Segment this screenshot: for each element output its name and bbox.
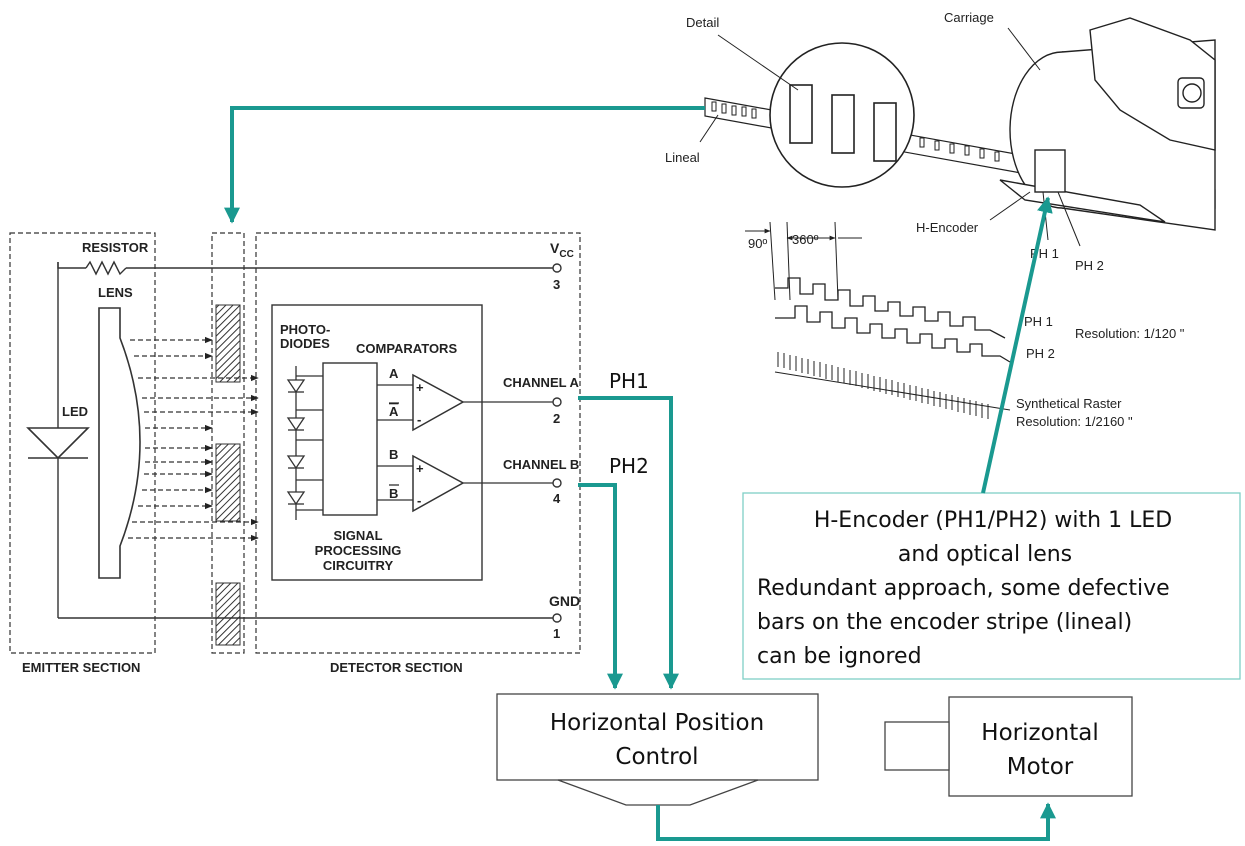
led-label: LED bbox=[62, 404, 88, 419]
detail-slot bbox=[831, 94, 855, 154]
led-symbol bbox=[26, 427, 90, 460]
detail-slot bbox=[789, 84, 813, 144]
control-to-motor-connector bbox=[656, 802, 1056, 841]
detector-section-label: DETECTOR SECTION bbox=[330, 660, 463, 675]
hpc-output-arrow bbox=[557, 779, 759, 806]
code-strip-bar bbox=[215, 443, 241, 522]
gnd-label: GND bbox=[549, 593, 580, 609]
code-strip-bar bbox=[215, 582, 241, 646]
raster-label-1: Synthetical Raster bbox=[1016, 396, 1122, 411]
deg90-label: 90º bbox=[748, 236, 767, 251]
emitter-section-label: EMITTER SECTION bbox=[22, 660, 140, 675]
resistor-label: RESISTOR bbox=[82, 240, 149, 255]
channel-b-label: CHANNEL B bbox=[503, 457, 579, 472]
note-line-5: can be ignored bbox=[757, 644, 922, 669]
carriage bbox=[999, 17, 1216, 231]
lineal-leader bbox=[699, 114, 719, 143]
lineal-to-strip-arrow bbox=[224, 106, 705, 224]
comp-a-minus: - bbox=[417, 412, 421, 427]
detail-slot bbox=[873, 102, 897, 162]
synthetical-raster bbox=[774, 352, 1011, 419]
hpc-label-2: Control bbox=[615, 744, 698, 770]
lens-label: LENS bbox=[98, 285, 133, 300]
light-rays-emitter bbox=[128, 336, 259, 542]
comparator-a bbox=[412, 373, 465, 432]
deg360-label: 360º bbox=[792, 232, 819, 247]
detail-label: Detail bbox=[686, 15, 719, 30]
h-encoder-label: H-Encoder bbox=[916, 220, 979, 235]
photodiodes-label: PHOTO-DIODES bbox=[280, 322, 330, 351]
comp-b-label: B bbox=[389, 447, 398, 462]
motor-label-1: Horizontal bbox=[981, 720, 1098, 746]
channel-a-pin-number: 2 bbox=[553, 411, 560, 426]
ph1-label: PH1 bbox=[609, 369, 649, 393]
note-line-1: H-Encoder (PH1/PH2) with 1 LED bbox=[814, 508, 1172, 533]
hpc-label-1: Horizontal Position bbox=[550, 710, 764, 736]
gnd-pin-number: 1 bbox=[553, 626, 560, 641]
channel-a-pin bbox=[552, 397, 562, 407]
code-strip bbox=[211, 232, 245, 654]
note-to-encoder-connector bbox=[981, 196, 1053, 494]
motor-shaft bbox=[884, 721, 950, 771]
comparators-label: COMPARATORS bbox=[356, 341, 457, 356]
vcc-label: VCC bbox=[550, 240, 574, 260]
resolution-label: Resolution: 1/120 " bbox=[1075, 326, 1185, 341]
note-line-3: Redundant approach, some defective bbox=[757, 576, 1170, 601]
printer-detail: Detail Lineal Carriage H-Encoder PH 1 PH… bbox=[665, 10, 1216, 429]
ph2-sensor-label: PH 2 bbox=[1075, 258, 1104, 273]
note-line-2: and optical lens bbox=[898, 542, 1072, 567]
note-line-4: bars on the encoder stripe (lineal) bbox=[757, 610, 1132, 635]
channel-b-pin-number: 4 bbox=[553, 491, 561, 506]
emitter-section-box bbox=[9, 232, 156, 654]
code-strip-bar bbox=[215, 304, 241, 383]
vcc-pin-number: 3 bbox=[553, 277, 560, 292]
encoder-circuit: RESISTOR VCC 3 LED LENS GND 1 bbox=[9, 232, 581, 675]
comp-abar-label: A bbox=[389, 404, 399, 419]
h-encoder-leader bbox=[989, 191, 1031, 221]
timing-markers bbox=[745, 221, 862, 301]
carriage-label: Carriage bbox=[944, 10, 994, 25]
comp-bbar-label: B bbox=[389, 486, 398, 501]
ph2-label: PH2 bbox=[609, 454, 649, 478]
ph2-connector bbox=[578, 483, 623, 690]
ph2-waveform bbox=[775, 305, 1011, 363]
comparator-b bbox=[412, 454, 465, 513]
detector-inner-box bbox=[271, 304, 483, 581]
horizontal-motor-box bbox=[948, 696, 1133, 797]
ph2-sensor-leader bbox=[1057, 191, 1081, 247]
ph1-connector bbox=[578, 396, 679, 690]
motor-label-2: Motor bbox=[1007, 754, 1074, 780]
comparator-wires bbox=[377, 384, 553, 501]
detector-section-box bbox=[255, 232, 581, 654]
carriage-leader bbox=[1007, 27, 1041, 71]
resistor-symbol bbox=[85, 260, 127, 276]
comp-b-minus: - bbox=[417, 493, 421, 508]
vcc-pin bbox=[552, 263, 562, 273]
lens-shape bbox=[98, 307, 141, 579]
channel-b-pin bbox=[552, 478, 562, 488]
horizontal-position-control-box bbox=[496, 693, 819, 781]
lineal-label: Lineal bbox=[665, 150, 700, 165]
photodiode-array bbox=[286, 366, 323, 520]
vcc-wire bbox=[57, 262, 86, 269]
comp-a-plus: + bbox=[416, 380, 424, 395]
comp-b-plus: + bbox=[416, 461, 424, 476]
signal-processing-block bbox=[322, 362, 378, 516]
detail-leader bbox=[717, 34, 799, 91]
ph1-waveform bbox=[775, 277, 1006, 339]
ph2-wave-label: PH 2 bbox=[1026, 346, 1055, 361]
signal-connectors bbox=[224, 106, 1056, 841]
ph1-wave-label: PH 1 bbox=[1024, 314, 1053, 329]
channel-a-label: CHANNEL A bbox=[503, 375, 579, 390]
note-box bbox=[742, 492, 1241, 680]
comp-a-label: A bbox=[389, 366, 399, 381]
raster-label-2: Resolution: 1/2160 " bbox=[1016, 414, 1133, 429]
gnd-pin bbox=[552, 613, 562, 623]
